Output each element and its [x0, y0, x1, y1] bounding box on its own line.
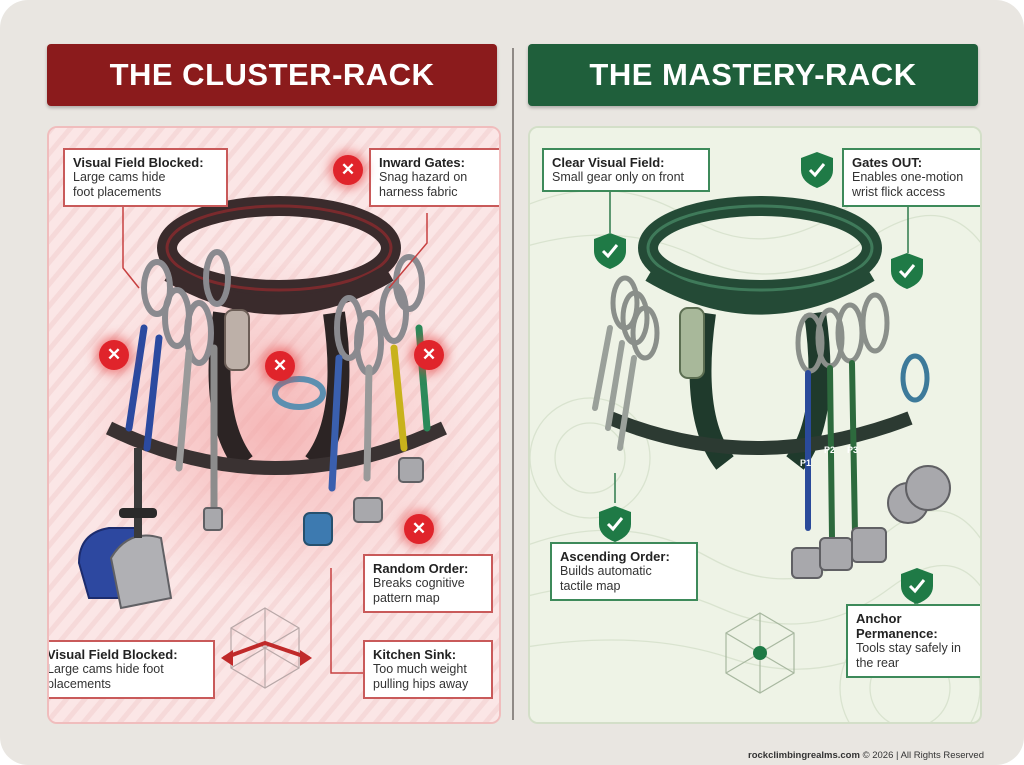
footer-site: rockclimbingrealms.com [748, 750, 860, 761]
x-badge-icon: ✕ [404, 514, 434, 544]
callout-visual-field-blocked-bottom: Visual Field Blocked: Large cams hide fo… [47, 640, 215, 699]
cluster-rack-banner: THE CLUSTER-RACK [47, 44, 497, 106]
callout-desc: Small gear only on front [552, 170, 685, 184]
callout-desc: Tools stay safely in [856, 641, 961, 655]
callout-title: Gates OUT: [852, 155, 923, 170]
callout-desc: Too much weight [373, 662, 467, 676]
icosahedron-icon [725, 612, 795, 694]
callout-desc: harness fabric [379, 185, 458, 199]
callout-title: Clear Visual Field: [552, 155, 665, 170]
center-divider [512, 48, 514, 720]
callout-title: Inward Gates: [379, 155, 465, 170]
cam-label-p3: P3 [847, 445, 858, 455]
cams-ascending: P1 P2 P3 [791, 445, 951, 579]
callout-visual-field-blocked-top: Visual Field Blocked: Large cams hide fo… [63, 148, 228, 207]
callout-random-order: Random Order: Breaks cognitive pattern m… [363, 554, 493, 613]
callout-desc: foot placements [73, 185, 162, 199]
large-cams [77, 448, 424, 610]
callout-desc: wrist flick access [852, 185, 946, 199]
mastery-rack-banner: THE MASTERY-RACK [528, 44, 978, 106]
callout-desc: Builds automatic [560, 564, 652, 578]
callout-title: Visual Field Blocked: [73, 155, 204, 170]
harness-illustration [607, 196, 913, 470]
callout-leader-lines [122, 205, 428, 674]
callout-title: Visual Field Blocked: [47, 647, 178, 662]
callout-desc: pulling hips away [373, 677, 469, 691]
footer-credit: rockclimbingrealms.com © 2026 | All Righ… [748, 750, 984, 761]
x-badge-icon: ✕ [414, 340, 444, 370]
carabiner-cluster [141, 249, 425, 410]
callout-desc: pattern map [373, 591, 440, 605]
x-badge-icon: ✕ [99, 340, 129, 370]
icosahedron-icon [221, 607, 312, 689]
callout-desc: Enables one-motion [852, 170, 964, 184]
callout-desc: tactile map [560, 579, 621, 593]
callout-title: Ascending Order: [560, 549, 670, 564]
x-badge-icon: ✕ [265, 351, 295, 381]
callout-desc: Large cams hide [73, 170, 166, 184]
cluster-rack-panel: Visual Field Blocked: Large cams hide fo… [47, 126, 501, 724]
x-badge-icon: ✕ [333, 155, 363, 185]
callout-ascending-order: Ascending Order: Builds automatic tactil… [550, 542, 698, 601]
callout-gates-out: Gates OUT: Enables one-motion wrist flic… [842, 148, 980, 207]
callout-desc: the rear [856, 656, 900, 670]
callout-anchor-permanence: Anchor Permanence: Tools stay safely in … [846, 604, 980, 678]
callout-title: Kitchen Sink: [373, 647, 457, 662]
callout-kitchen-sink: Kitchen Sink: Too much weight pulling hi… [363, 640, 493, 699]
cam-label-p1: P1 [800, 458, 811, 468]
callout-desc: Breaks cognitive [373, 576, 465, 590]
callout-inward-gates: Inward Gates: Snag hazard on harness fab… [369, 148, 499, 207]
callout-desc: placements [47, 677, 111, 691]
callout-clear-visual-field: Clear Visual Field: Small gear only on f… [542, 148, 710, 192]
quickdraw-slings [592, 325, 858, 541]
footer-rights: © 2026 | All Rights Reserved [862, 750, 984, 761]
cam-label-p2: P2 [824, 445, 835, 455]
callout-desc: Snag hazard on [379, 170, 468, 184]
callout-desc: Large cams hide foot [47, 662, 164, 676]
cluster-rack-illustration [49, 128, 499, 722]
callout-title: Random Order: [373, 561, 469, 576]
mastery-rack-panel: P1 P2 P3 [528, 126, 982, 724]
check-shield-icons [594, 152, 933, 604]
callout-title: Anchor Permanence: [856, 611, 938, 641]
